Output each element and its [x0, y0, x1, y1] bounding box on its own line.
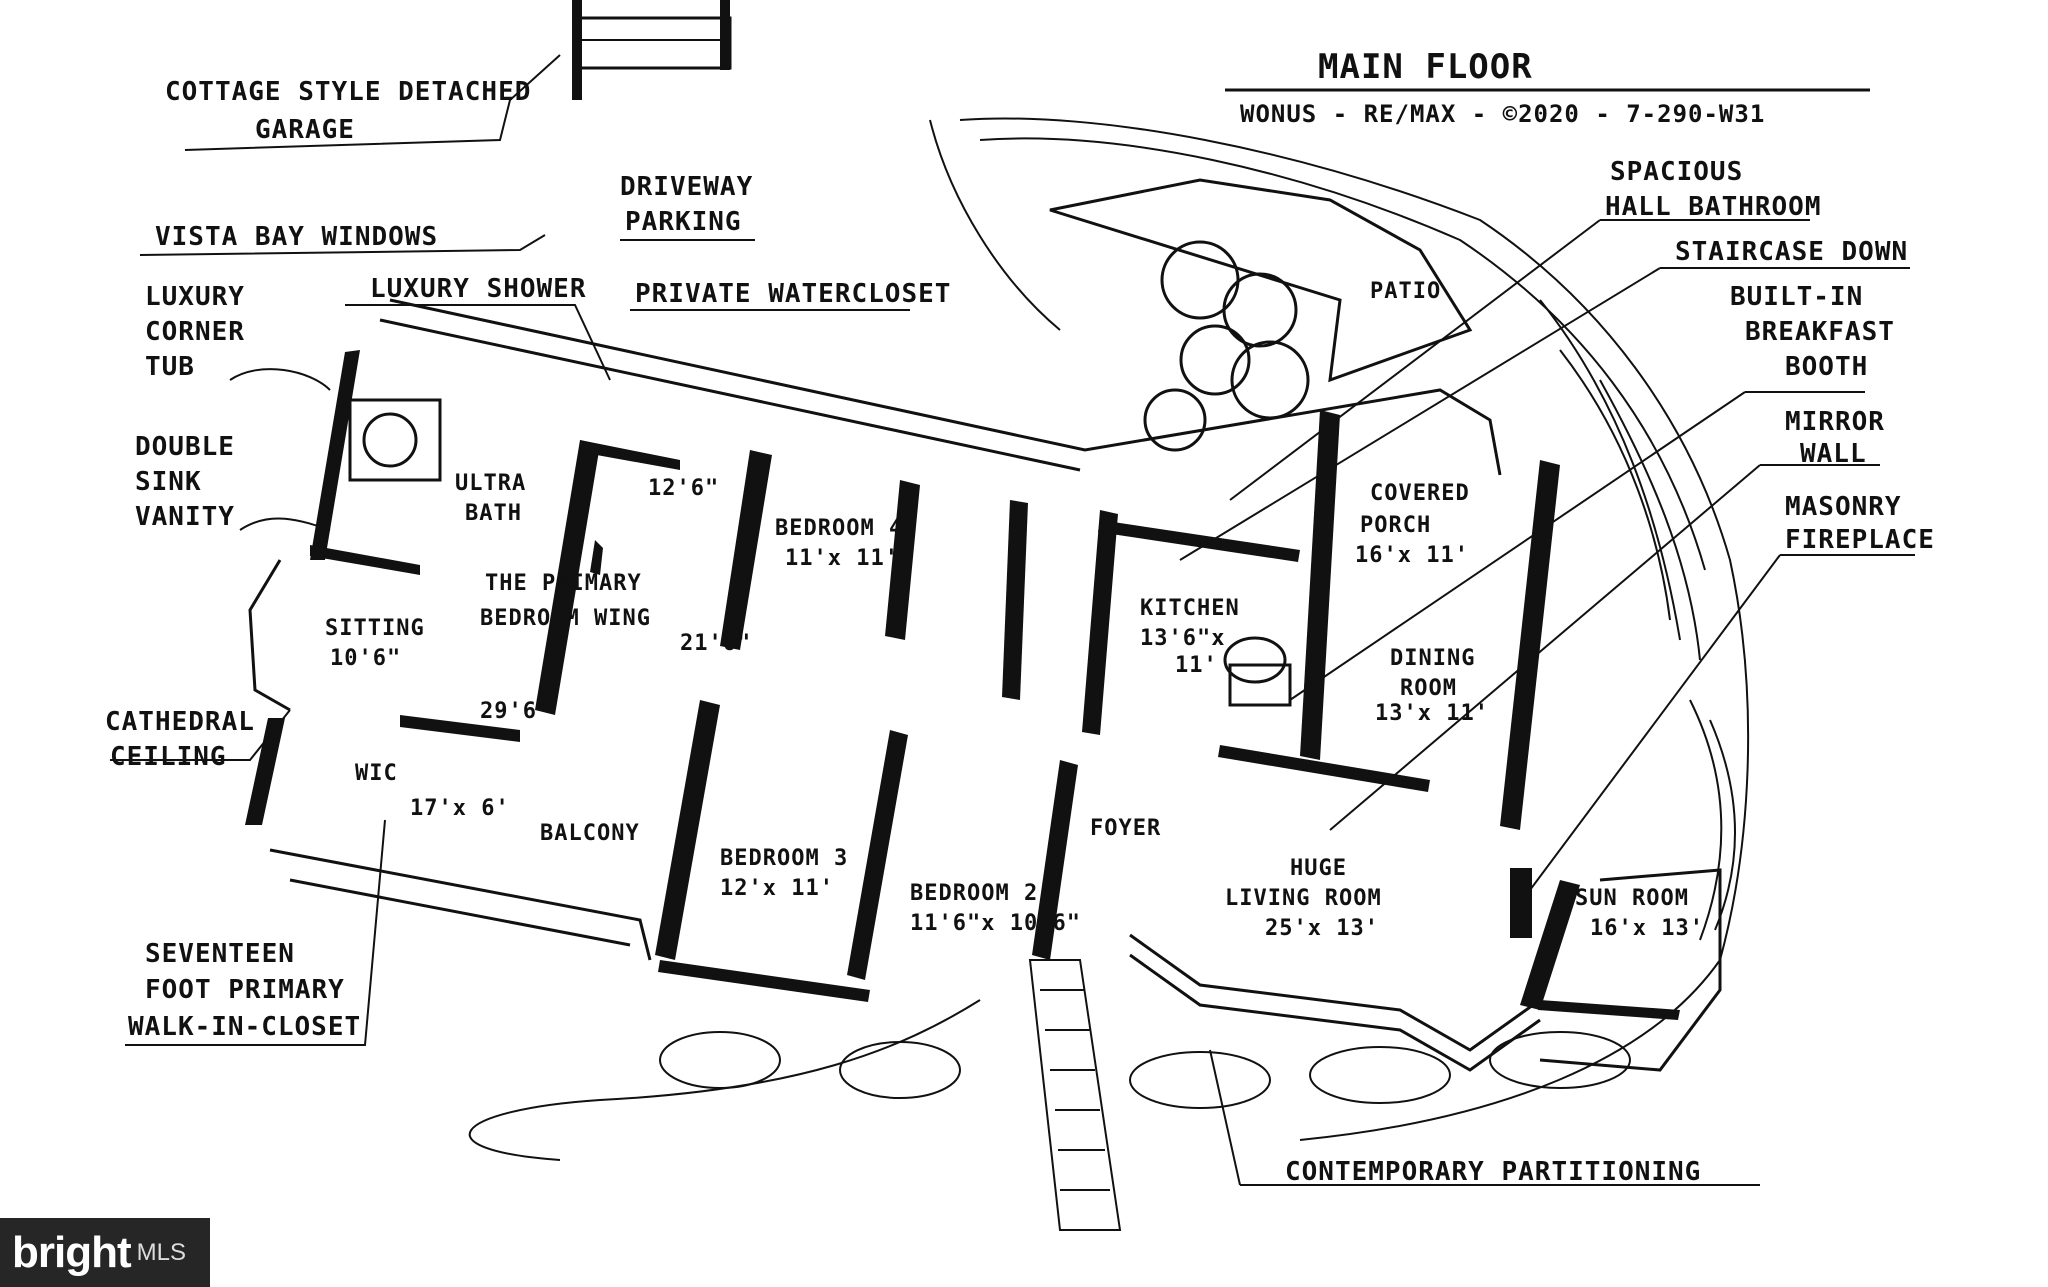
garage-sketch: [572, 0, 732, 100]
callout-breakfast-1: BUILT-IN: [1730, 282, 1863, 312]
room-primary-2: BEDROOM WING: [480, 606, 651, 631]
callout-walkin-1: SEVENTEEN: [145, 939, 295, 969]
room-living-dim: 25'x 13': [1265, 916, 1379, 941]
callout-garage-2: GARAGE: [255, 115, 355, 145]
callout-tub-2: CORNER: [145, 317, 245, 347]
room-living-2: LIVING ROOM: [1225, 886, 1382, 911]
callout-cathedral-2: CEILING: [110, 742, 227, 772]
room-wic-dim: 17'x 6': [410, 796, 510, 821]
front-shrubs: [659, 1031, 1631, 1109]
callout-sink-2: SINK: [135, 467, 202, 497]
room-sitting-dim: 10'6": [330, 646, 401, 671]
room-primary-1: THE PRIMARY: [485, 571, 642, 596]
room-dining-1: DINING: [1390, 646, 1475, 671]
room-foyer: FOYER: [1090, 816, 1161, 841]
callout-vista: VISTA BAY WINDOWS: [155, 222, 438, 252]
room-bedroom3: BEDROOM 3: [720, 846, 848, 871]
room-kitchen: KITCHEN: [1140, 596, 1240, 621]
callout-cathedral-1: CATHEDRAL: [105, 707, 255, 737]
callouts-left: COTTAGE STYLE DETACHED GARAGE DRIVEWAY P…: [105, 77, 951, 1042]
callout-driveway-1: DRIVEWAY: [620, 172, 753, 202]
room-wic: WIC: [355, 761, 398, 786]
callout-luxury-shower: LUXURY SHOWER: [370, 274, 587, 304]
room-primary-length: 21'6": [680, 631, 751, 656]
callout-fireplace-1: MASONRY: [1785, 492, 1902, 522]
room-sun-dim: 16'x 13': [1590, 916, 1704, 941]
room-patio: PATIO: [1370, 279, 1441, 304]
room-primary-width: 12'6": [648, 476, 719, 501]
room-bedroom3-dim: 12'x 11': [720, 876, 834, 901]
callout-mirror-1: MIRROR: [1785, 407, 1885, 437]
room-ultra-bath-2: BATH: [465, 501, 522, 526]
room-wic-width: 29'6": [480, 699, 551, 724]
callout-sink-3: VANITY: [135, 502, 235, 532]
room-bedroom2-dim: 11'6"x 10'6": [910, 911, 1081, 936]
callout-fireplace-2: FIREPLACE: [1785, 525, 1935, 555]
room-porch-dim: 16'x 11': [1355, 543, 1469, 568]
header: MAIN FLOOR WONUS - RE/MAX - ©2020 - 7-29…: [1225, 47, 1870, 128]
callout-partitioning: CONTEMPORARY PARTITIONING: [1285, 1157, 1701, 1187]
room-bedroom2: BEDROOM 2: [910, 881, 1038, 906]
callout-walkin-3: WALK-IN-CLOSET: [128, 1012, 361, 1042]
watermark-brand: bright: [12, 1227, 132, 1277]
callouts-right: SPACIOUS HALL BATHROOM STAIRCASE DOWN BU…: [1285, 157, 1935, 1187]
building: [245, 298, 1722, 1231]
callout-driveway-2: PARKING: [625, 207, 742, 237]
callout-tub-1: LUXURY: [145, 282, 245, 312]
room-bedroom4: BEDROOM 4: [775, 516, 903, 541]
callout-private-wc: PRIVATE WATERCLOSET: [635, 279, 951, 309]
room-ultra-bath-1: ULTRA: [455, 471, 526, 496]
room-dining-2: ROOM: [1400, 676, 1457, 701]
callout-sink-1: DOUBLE: [135, 432, 235, 462]
plan-title: MAIN FLOOR: [1318, 47, 1533, 87]
callout-breakfast-2: BREAKFAST: [1745, 317, 1895, 347]
room-kitchen-dim-1: 13'6"x: [1140, 626, 1225, 651]
callout-breakfast-3: BOOTH: [1785, 352, 1868, 382]
room-bedroom4-dim: 11'x 11': [785, 546, 899, 571]
room-kitchen-dim-2: 11': [1175, 653, 1218, 678]
room-balcony: BALCONY: [540, 821, 640, 846]
room-sitting: SITTING: [325, 616, 425, 641]
callout-garage-1: COTTAGE STYLE DETACHED: [165, 77, 531, 107]
callout-hall-bath-2: HALL BATHROOM: [1605, 192, 1822, 222]
room-porch-1: COVERED: [1370, 481, 1470, 506]
shrubs: [1049, 178, 1473, 452]
callout-walkin-2: FOOT PRIMARY: [145, 975, 345, 1005]
plan-credit: WONUS - RE/MAX - ©2020 - 7-290-W31: [1240, 100, 1765, 128]
room-porch-2: PORCH: [1360, 513, 1431, 538]
leader-lines: [110, 54, 1915, 1186]
room-dining-dim: 13'x 11': [1375, 701, 1489, 726]
room-living-1: HUGE: [1290, 856, 1347, 881]
callout-staircase: STAIRCASE DOWN: [1675, 237, 1908, 267]
callout-hall-bath-1: SPACIOUS: [1610, 157, 1743, 187]
room-sun: SUN ROOM: [1575, 886, 1689, 911]
callout-mirror-2: WALL: [1800, 439, 1867, 469]
watermark-suffix: MLS: [136, 1238, 186, 1266]
bright-mls-watermark: bright MLS: [0, 1218, 210, 1287]
callout-tub-3: TUB: [145, 352, 195, 382]
room-labels: ULTRA BATH 12'6" THE PRIMARY BEDROOM WIN…: [325, 279, 1704, 941]
